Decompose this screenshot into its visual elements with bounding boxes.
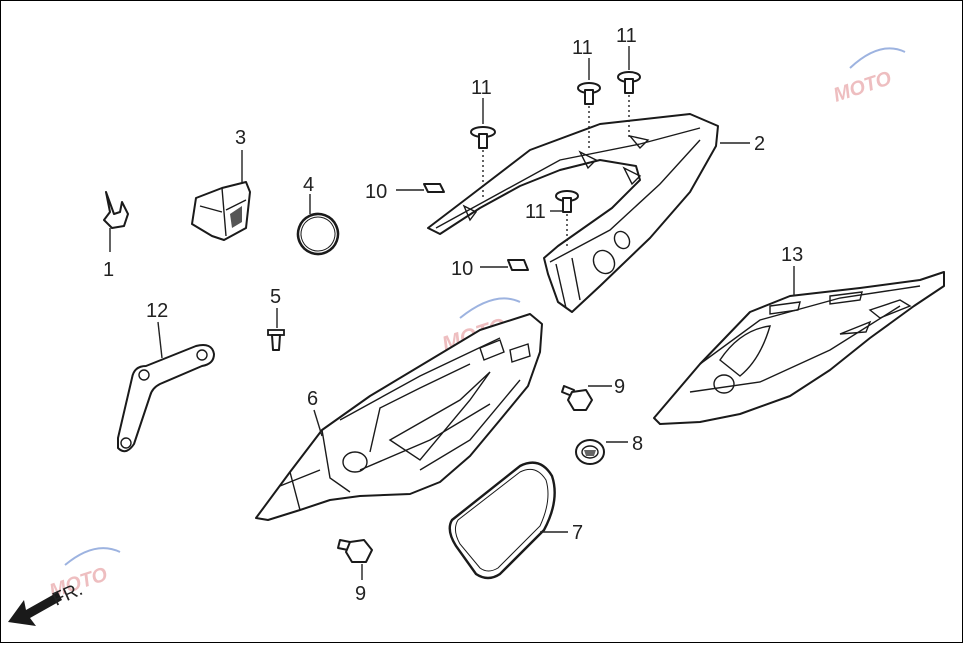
- part-2-grab-rail: 2: [427, 113, 765, 313]
- label-1: 1: [103, 259, 114, 281]
- part-10-clip-b: 10: [451, 258, 529, 280]
- part-8-grommet: 8: [575, 433, 643, 465]
- part-11-bolt-d: 11: [525, 190, 579, 246]
- watermark-text: MOTO: [831, 67, 895, 106]
- part-11-bolt-b: 11: [572, 37, 601, 150]
- label-8: 8: [632, 433, 643, 455]
- label-5: 5: [270, 286, 281, 308]
- part-5-screw: 5: [267, 286, 285, 351]
- label-10: 10: [365, 181, 387, 203]
- label-4: 4: [303, 174, 314, 196]
- label-13: 13: [781, 244, 803, 266]
- label-12: 12: [146, 300, 168, 322]
- label-2: 2: [754, 133, 765, 155]
- label-10: 10: [451, 258, 473, 280]
- label-11: 11: [525, 201, 546, 223]
- label-11: 11: [572, 37, 593, 59]
- part-4-oring: 4: [296, 174, 340, 256]
- part-1-clip: 1: [103, 191, 129, 281]
- part-11-bolt-c: 11: [616, 25, 641, 140]
- part-9-bolt-b: 9: [337, 539, 373, 605]
- watermark-top-right: MOTO: [831, 47, 906, 107]
- label-11: 11: [471, 77, 492, 99]
- label-3: 3: [235, 127, 246, 149]
- part-3-bracket: 3: [191, 127, 251, 241]
- part-9-bolt-a: 9: [561, 376, 625, 411]
- label-9: 9: [614, 376, 625, 398]
- part-6-side-cover: 6: [255, 313, 543, 521]
- part-7-seal: 7: [448, 461, 583, 580]
- label-7: 7: [572, 522, 583, 544]
- part-13-side-panel: 13: [653, 244, 945, 425]
- label-9: 9: [355, 583, 366, 605]
- front-direction-arrow: FR.: [8, 579, 86, 626]
- part-11-bolt-a: 11: [470, 77, 496, 200]
- label-11: 11: [616, 25, 637, 47]
- part-12-plate: 12: [117, 300, 215, 453]
- part-10-clip-a: 10: [365, 181, 445, 203]
- label-6: 6: [307, 388, 318, 410]
